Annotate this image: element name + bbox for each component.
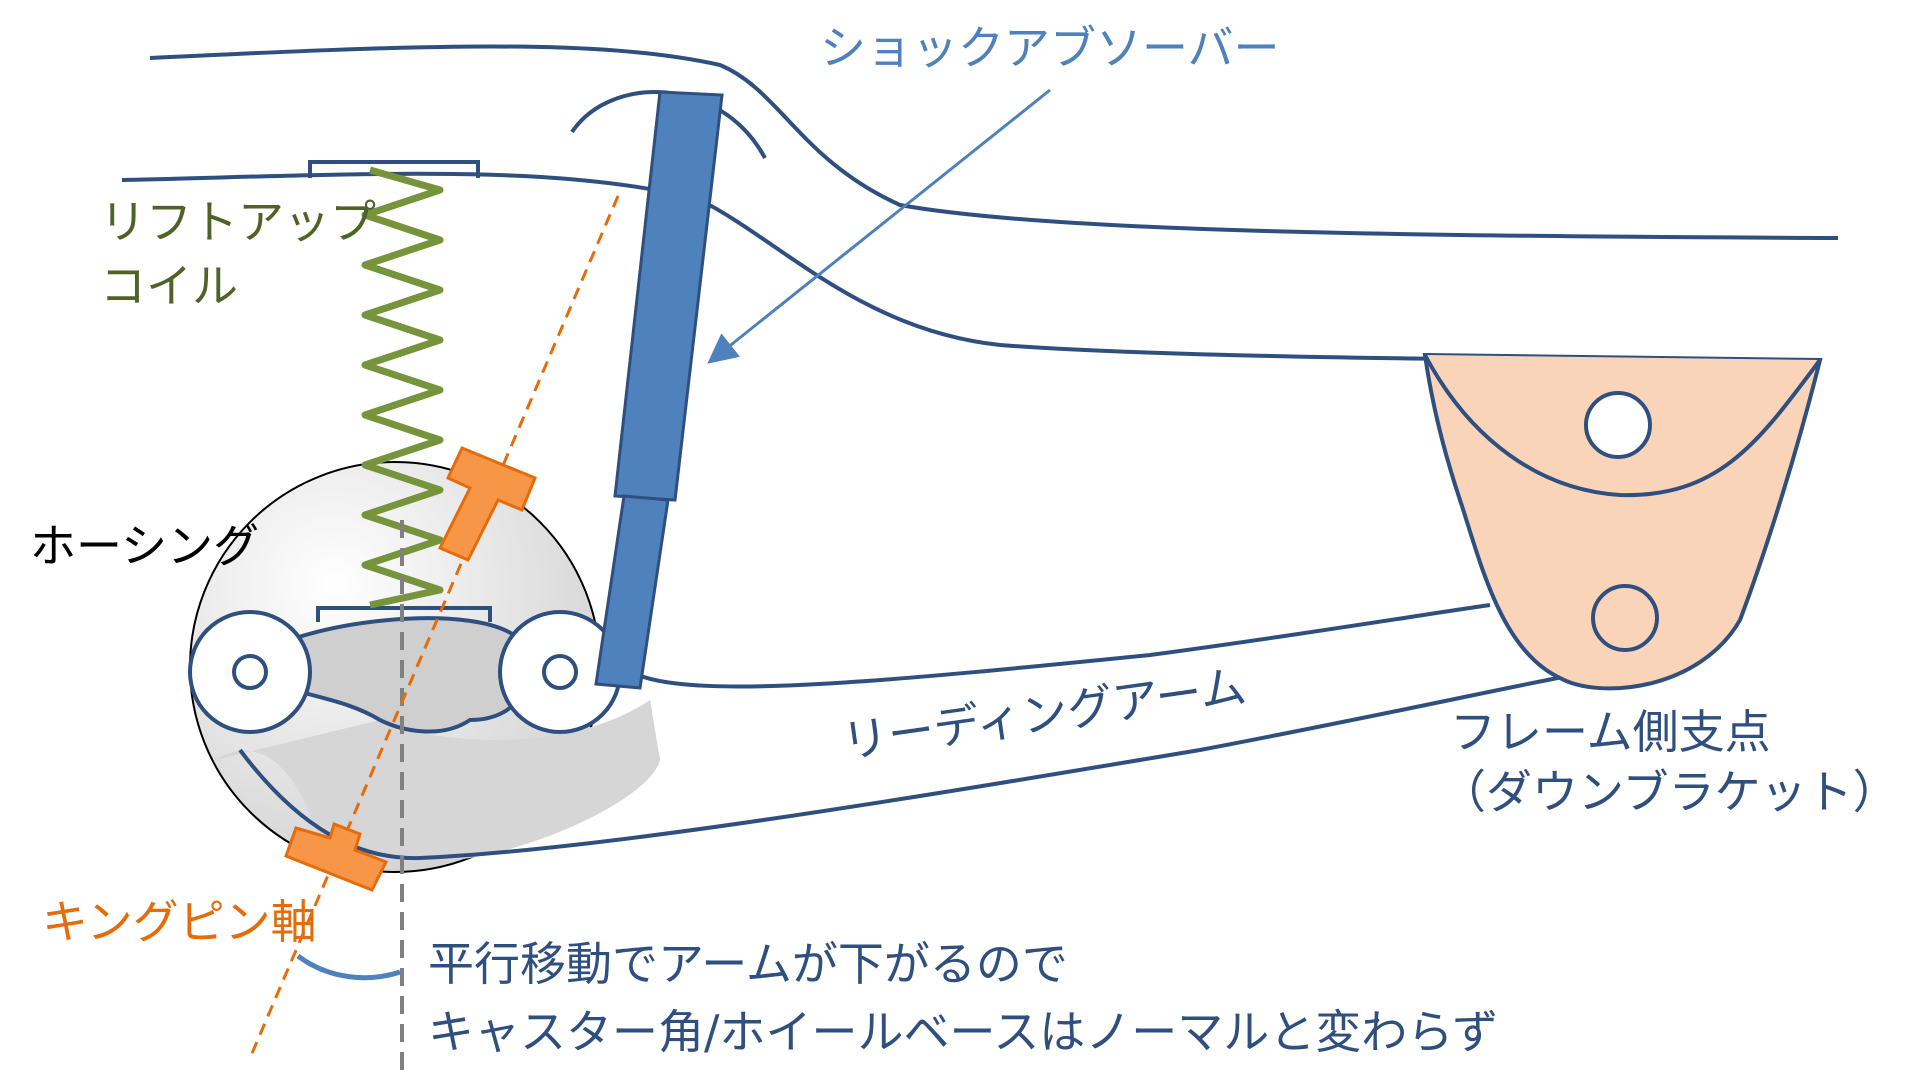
- lower-kingpin-mount: [284, 822, 389, 892]
- shock-absorber: [594, 90, 724, 690]
- note-line1: 平行移動でアームが下がるので: [428, 937, 1068, 991]
- shock-absorber-label: ショックアブソーバー: [820, 21, 1280, 75]
- leading-arm-lower-edge: [238, 670, 1591, 861]
- bracket-lower-hole: [1591, 584, 1659, 652]
- housing-label: ホーシング: [30, 519, 259, 573]
- kingpin-axis: [248, 195, 620, 1059]
- shock-lower-rod: [594, 494, 670, 690]
- coil-spring: [361, 166, 444, 609]
- frame-upper-line: [149, 44, 1839, 240]
- coil-upper-seat: [308, 160, 480, 178]
- frame-pivot-label-line1: フレーム側支点: [1450, 705, 1771, 759]
- leading-arm: [238, 603, 1591, 861]
- frame-pivot-label-line2: （ダウンブラケット）: [1440, 765, 1899, 819]
- upper-kingpin-mount: [437, 446, 537, 562]
- bracket-upper-hole: [1584, 391, 1652, 459]
- lift-up-coil-label-line2: コイル: [100, 259, 238, 313]
- leading-arm-upper-edge: [637, 603, 1491, 689]
- note-line2: キャスター角/ホイールベースはノーマルと変わらず: [428, 1005, 1498, 1059]
- housing-lower-band: [215, 700, 660, 864]
- axle-housing: [188, 461, 660, 873]
- shock-upper-body: [613, 90, 724, 502]
- kingpin-axis-line: [248, 195, 620, 1059]
- shock-label-arrow: [707, 88, 1051, 364]
- right-bushing-hole: [542, 654, 578, 690]
- kingpin-axis-label: キングピン軸: [42, 895, 317, 949]
- link-plate: [247, 616, 530, 734]
- down-bracket: [1422, 352, 1823, 691]
- caster-angle-arc: [296, 953, 401, 981]
- left-bushing-hole: [232, 654, 268, 690]
- lift-up-coil-label-line1: リフトアップ: [100, 195, 376, 249]
- frame-lines: [121, 44, 1839, 364]
